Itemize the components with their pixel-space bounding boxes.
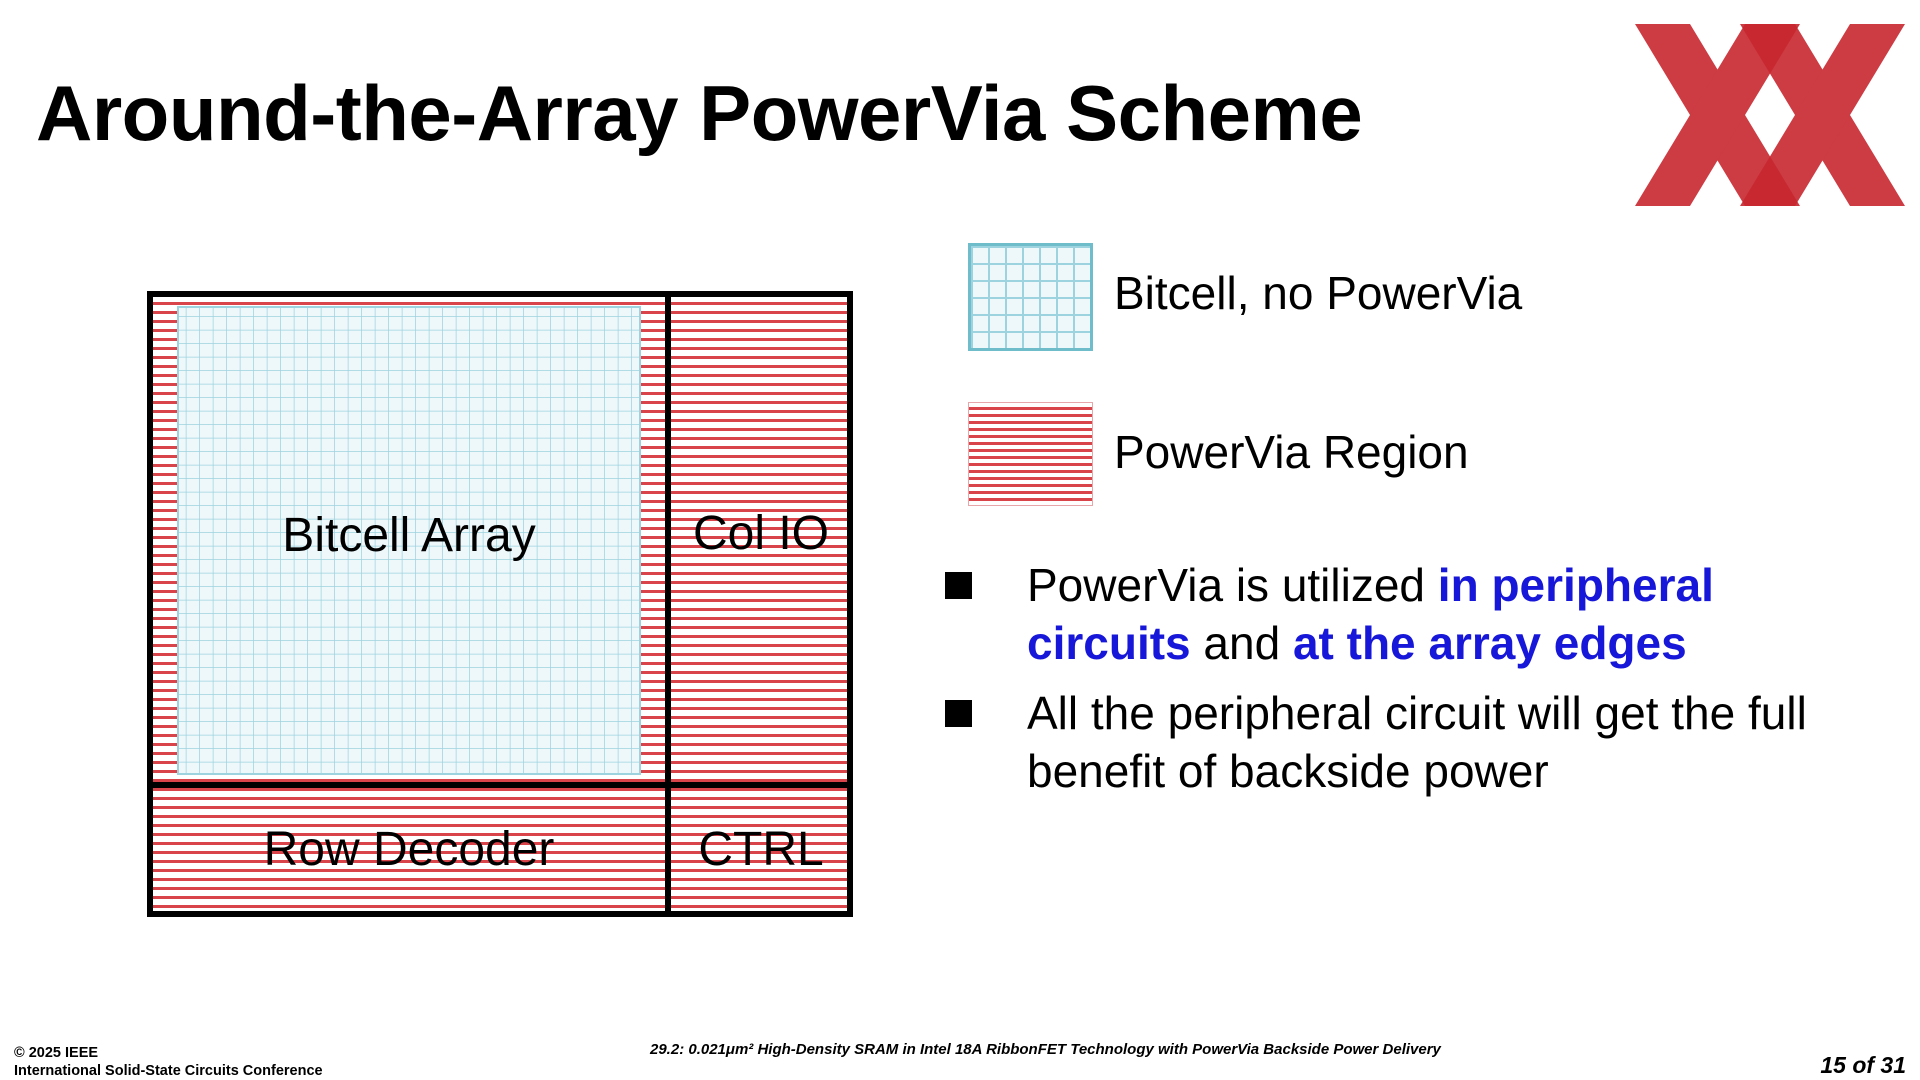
legend-powervia-label: PowerVia Region (1114, 426, 1469, 478)
bullet-emphasis: at the array edges (1292, 617, 1687, 669)
sram-floorplan-diagram: Bitcell Array Col IO Row Decoder CTRL (146, 290, 854, 918)
bullet-text: and (1190, 617, 1293, 669)
intel-xx-logo-icon (1635, 24, 1905, 206)
bitcell-array-region (177, 306, 641, 775)
ctrl-label: CTRL (698, 823, 824, 876)
square-bullet-icon (945, 572, 972, 599)
square-bullet-icon (945, 700, 972, 727)
conference-name: International Solid-State Circuits Confe… (14, 1063, 323, 1079)
row-decoder-label: Row Decoder (263, 823, 555, 876)
bullet-item: PowerVia is utilized in peripheral circu… (945, 556, 1885, 672)
col-io-label: Col IO (692, 507, 830, 560)
copyright-text: © 2025 IEEE (14, 1045, 99, 1061)
bullet-item: All the peripheral circuit will get the … (945, 684, 1885, 800)
bullet-text: All the peripheral circuit will get the … (1027, 687, 1807, 797)
legend-bitcell-swatch (968, 243, 1093, 351)
footer-copyright: © 2025 IEEE International Solid-State Ci… (14, 1044, 323, 1080)
bullet-text: PowerVia is utilized (1027, 559, 1438, 611)
slide-title: Around-the-Array PowerVia Scheme (36, 69, 1363, 157)
page-number: 15 of 31 (1820, 1052, 1906, 1078)
bullet-emphasis: in peripheral circuits (1027, 559, 1714, 669)
bitcell-array-label: Bitcell Array (282, 509, 536, 562)
legend-powervia-swatch (968, 402, 1093, 506)
legend-bitcell-label: Bitcell, no PowerVia (1114, 267, 1523, 319)
paper-title: 29.2: 0.021μm² High-Density SRAM in Inte… (650, 1041, 1441, 1058)
bullet-list: PowerVia is utilized in peripheral circu… (945, 556, 1885, 812)
